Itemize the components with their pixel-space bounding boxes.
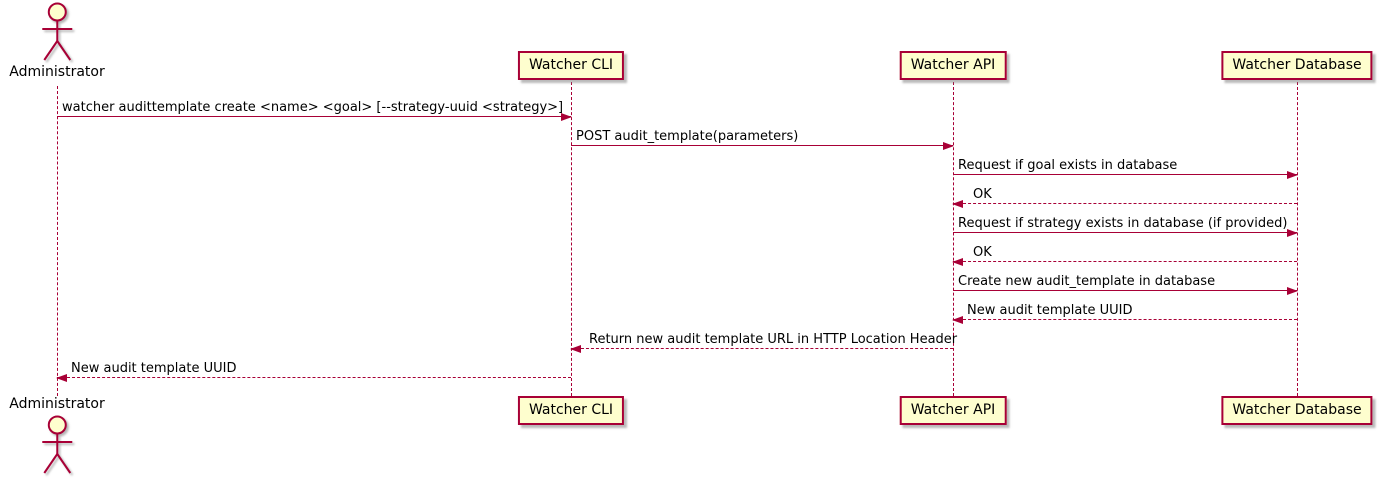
participant-watcher-api-top: Watcher API [899, 51, 1007, 80]
message-label: Create new audit_template in database [958, 274, 1216, 289]
actor-administrator-top: Administrator [9, 2, 105, 81]
arrowhead-left-icon [952, 258, 963, 266]
message-line [57, 116, 571, 117]
actor-icon [42, 2, 72, 61]
message-label: New audit template UUID [71, 361, 237, 376]
message-line [571, 348, 953, 349]
message-request-goal-exists: Request if goal exists in database [953, 157, 1298, 179]
message-return-url-location-header: Return new audit template URL in HTTP Lo… [570, 331, 957, 353]
participant-watcher-api-bottom: Watcher API [899, 396, 1007, 425]
message-label: New audit template UUID [967, 303, 1133, 318]
message-post-audit-template: POST audit_template(parameters) [571, 128, 954, 150]
message-label: Request if goal exists in database [958, 158, 1178, 173]
participant-watcher-cli-bottom: Watcher CLI [517, 396, 625, 425]
message-create-in-database: Create new audit_template in database [953, 273, 1298, 295]
lifeline-watcher-database [1297, 82, 1298, 396]
message-label: OK [973, 245, 992, 260]
message-label: watcher audittemplate create <name> <goa… [62, 100, 564, 115]
message-goal-ok: OK [952, 186, 1297, 208]
lifeline-watcher-cli [571, 82, 572, 396]
arrowhead-left-icon [952, 316, 963, 324]
arrowhead-right-icon [1287, 287, 1298, 295]
message-line [57, 377, 571, 378]
participant-watcher-database-top: Watcher Database [1221, 51, 1373, 80]
lifeline-watcher-api [953, 82, 954, 396]
arrowhead-left-icon [570, 345, 581, 353]
message-line [953, 174, 1297, 175]
participant-watcher-cli-top: Watcher CLI [517, 51, 625, 80]
message-create-audittemplate: watcher audittemplate create <name> <goa… [57, 99, 572, 121]
arrowhead-right-icon [1287, 171, 1298, 179]
message-label: OK [973, 187, 992, 202]
message-new-uuid-from-db: New audit template UUID [952, 302, 1297, 324]
lifeline-administrator [57, 86, 58, 396]
arrowhead-right-icon [561, 113, 572, 121]
message-line [571, 145, 953, 146]
message-label: Request if strategy exists in database (… [958, 216, 1288, 231]
arrowhead-right-icon [1287, 229, 1298, 237]
message-line [953, 261, 1297, 262]
message-label: POST audit_template(parameters) [576, 129, 799, 144]
message-line [953, 290, 1297, 291]
message-new-uuid-to-admin: New audit template UUID [56, 360, 571, 382]
message-line [953, 232, 1297, 233]
arrowhead-left-icon [56, 374, 67, 382]
message-strategy-ok: OK [952, 244, 1297, 266]
participant-watcher-database-bottom: Watcher Database [1221, 396, 1373, 425]
actor-label: Administrator [9, 396, 105, 412]
actor-icon [42, 415, 72, 474]
message-label: Return new audit template URL in HTTP Lo… [589, 332, 958, 347]
arrowhead-left-icon [952, 200, 963, 208]
actor-administrator-bottom: Administrator [9, 396, 105, 477]
actor-label: Administrator [9, 64, 105, 80]
arrowhead-right-icon [943, 142, 954, 150]
message-request-strategy-exists: Request if strategy exists in database (… [953, 215, 1298, 237]
message-line [953, 203, 1297, 204]
message-line [953, 319, 1297, 320]
